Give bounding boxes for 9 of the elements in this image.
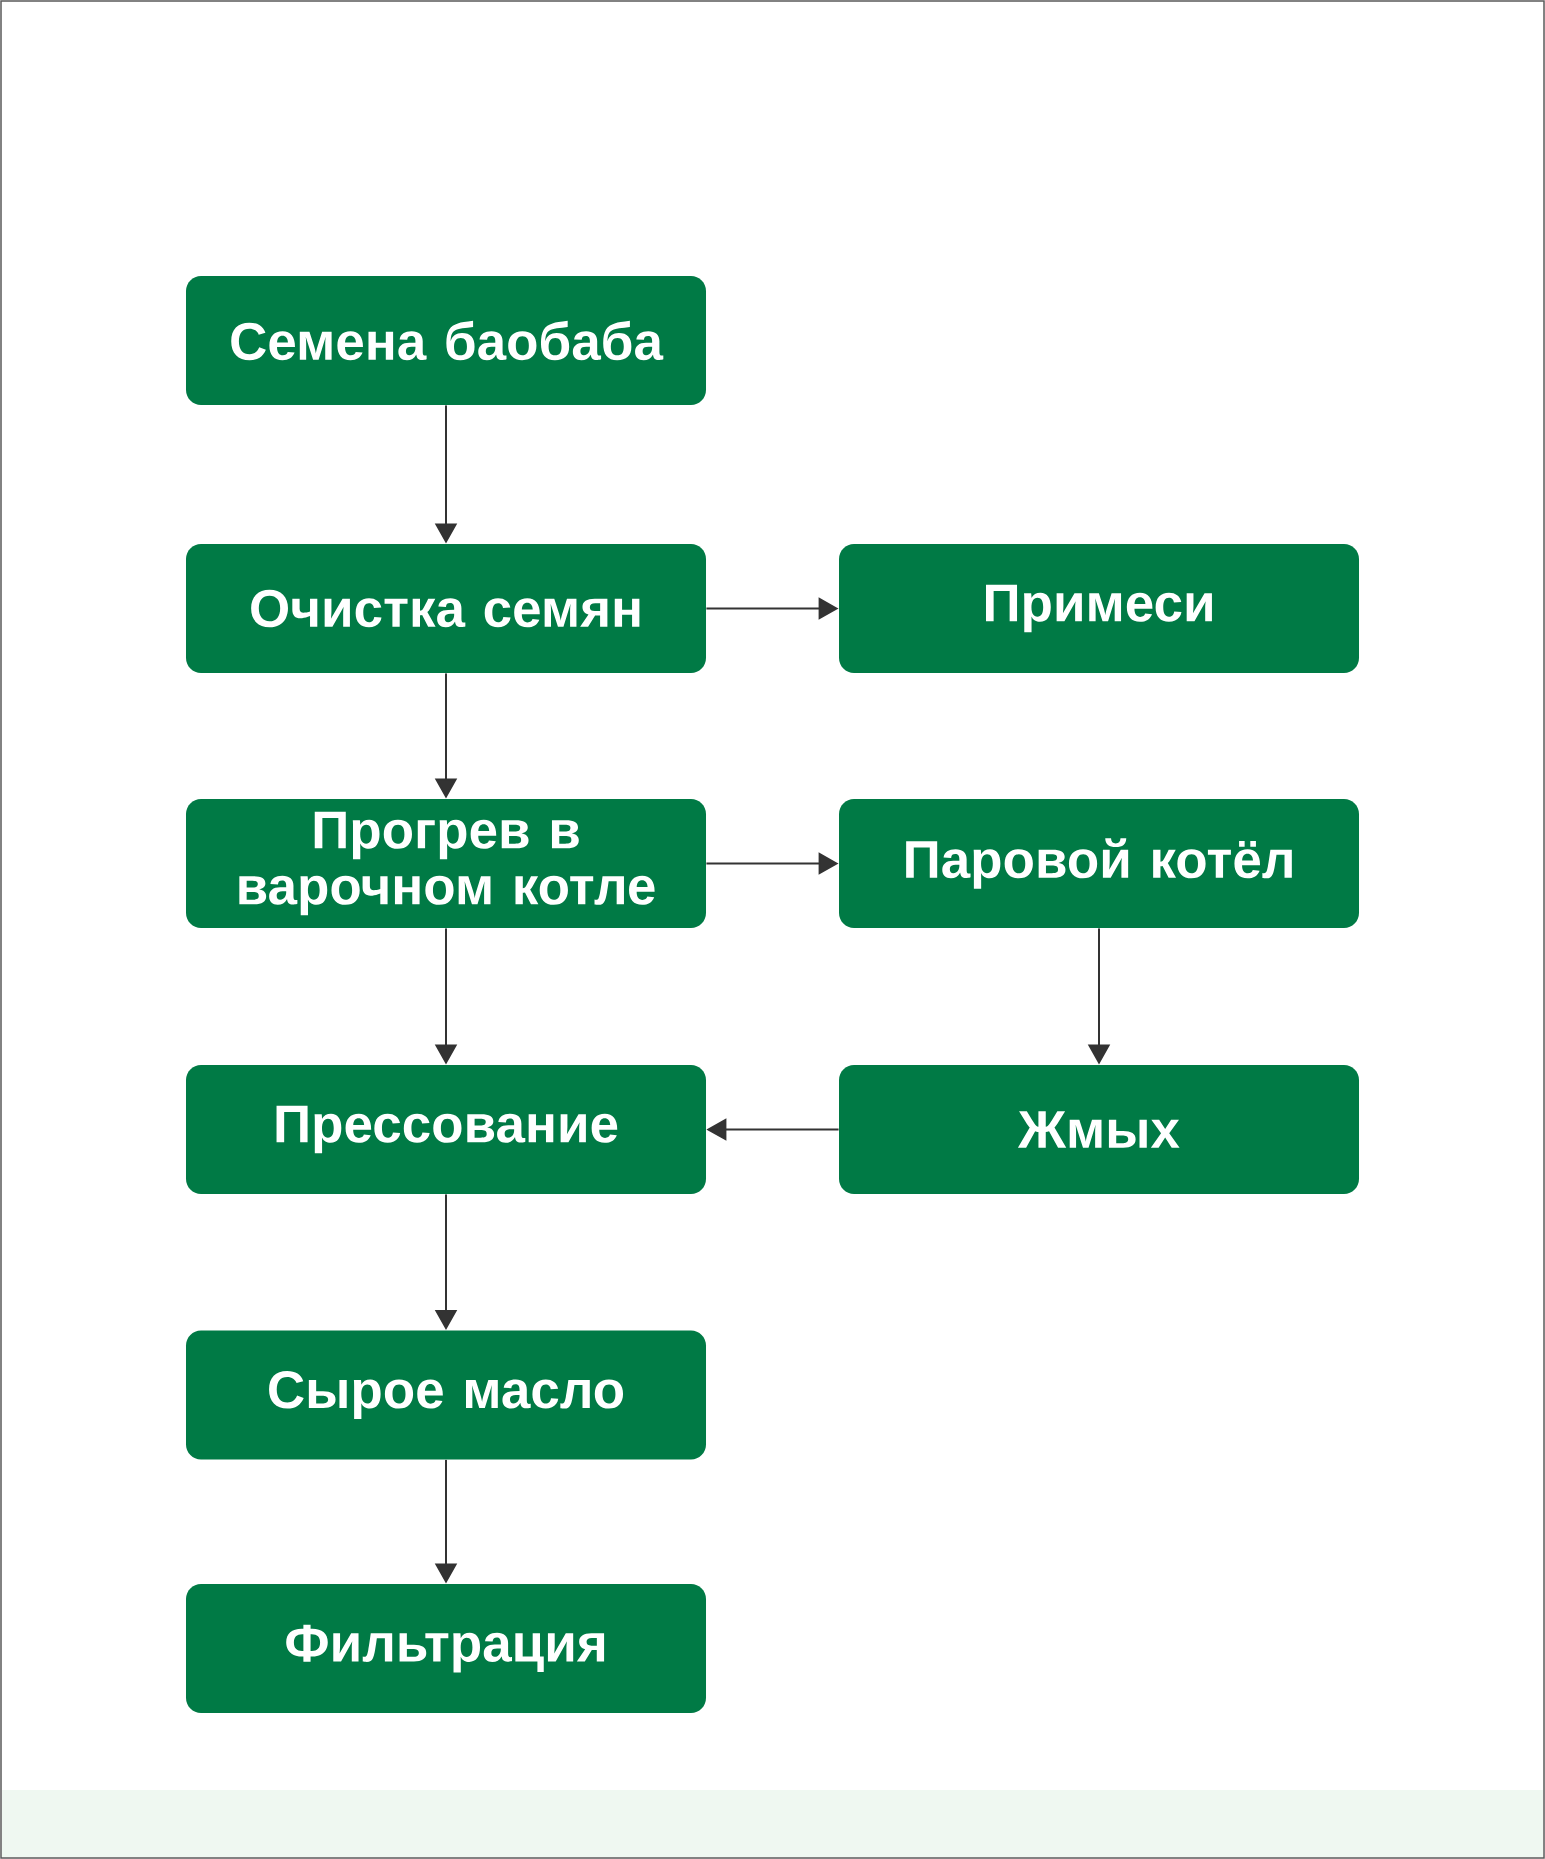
process-box: Сырое масло bbox=[186, 1330, 706, 1460]
process-box: Жмых bbox=[839, 1065, 1359, 1194]
process-box: Очистка семян bbox=[186, 544, 706, 673]
process-box: Фильтрация bbox=[186, 1584, 706, 1713]
process-box: Примеси bbox=[839, 544, 1359, 673]
process-box: Прогрев в варочном котле bbox=[186, 799, 706, 928]
process-box: Паровой котёл bbox=[839, 799, 1359, 928]
process-box: Семена баобаба bbox=[186, 276, 706, 405]
process-box: Прессование bbox=[186, 1065, 706, 1194]
